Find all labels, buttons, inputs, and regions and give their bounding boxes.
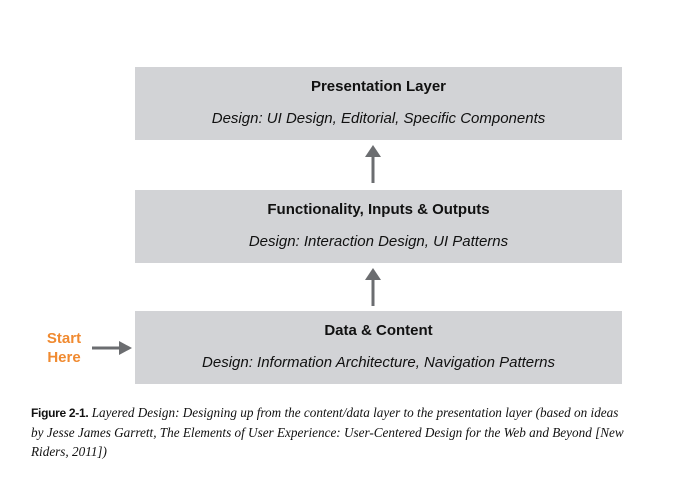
- start-label-line2: Here: [47, 349, 81, 366]
- figure-caption: Figure 2-1. Layered Design: Designing up…: [31, 403, 631, 461]
- layer-title: Data & Content: [324, 322, 433, 339]
- layer-title: Presentation Layer: [310, 78, 447, 95]
- layer-subtitle: Design: Interaction Design, UI Patterns: [248, 233, 509, 250]
- up-arrow-icon: [365, 145, 381, 183]
- up-arrow-icon: [365, 268, 381, 306]
- caption-text: Layered Design: Designing up from the co…: [31, 405, 624, 459]
- start-here-label: Start Here: [36, 329, 92, 367]
- presentation-layer-box: Presentation Layer Design: UI Design, Ed…: [135, 67, 622, 140]
- functionality-layer-box: Functionality, Inputs & Outputs Design: …: [135, 190, 622, 263]
- start-label-line1: Start: [46, 330, 82, 347]
- layer-title: Functionality, Inputs & Outputs: [267, 201, 490, 218]
- layer-subtitle: Design: Information Architecture, Naviga…: [202, 354, 555, 371]
- right-arrow-icon: [92, 341, 132, 355]
- caption-label: Figure 2-1.: [31, 406, 89, 420]
- data-content-layer-box: Data & Content Design: Information Archi…: [135, 311, 622, 384]
- layer-subtitle: Design: UI Design, Editorial, Specific C…: [211, 110, 546, 127]
